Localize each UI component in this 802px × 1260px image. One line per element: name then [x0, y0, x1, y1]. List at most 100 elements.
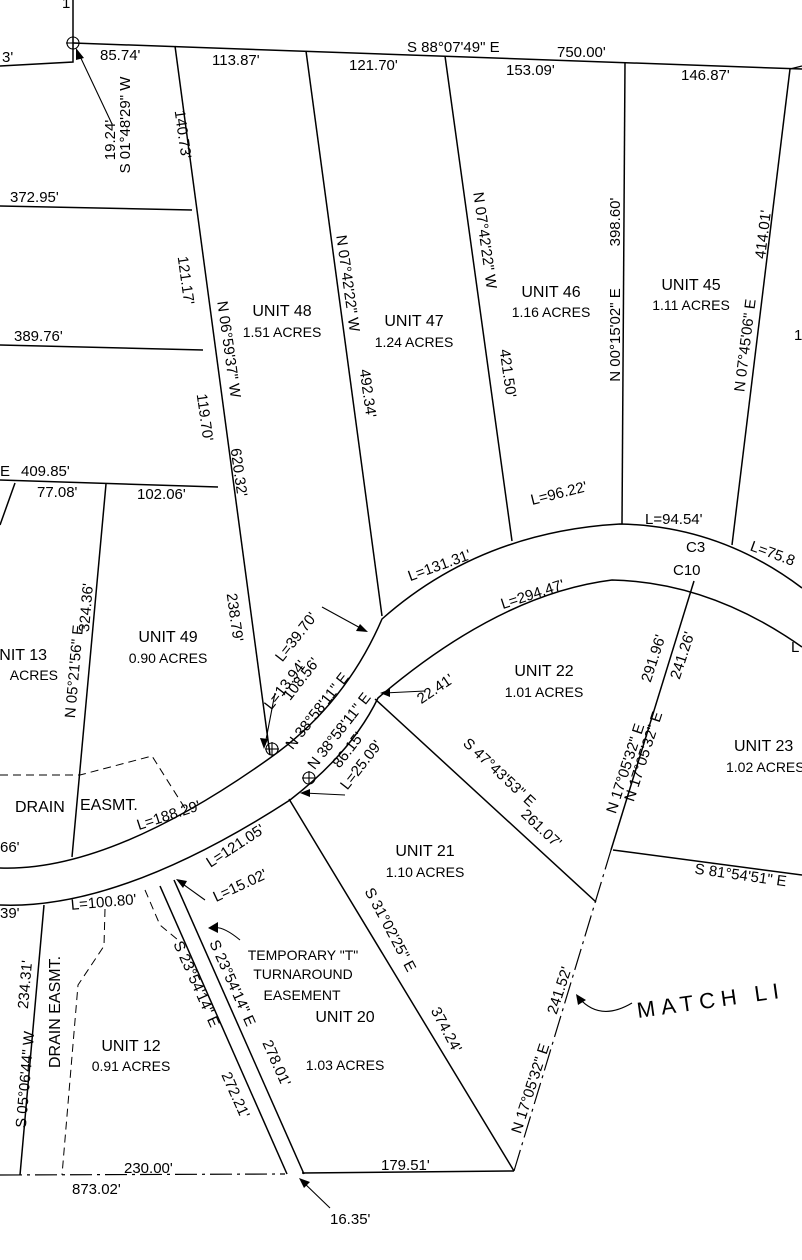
dim-label: 492.34': [356, 368, 380, 419]
unit-48-west-line: [174, 45, 271, 756]
lot-line-389: [0, 344, 204, 351]
dim-label: 324.36': [76, 582, 97, 632]
curve-label: L=100.80': [70, 891, 137, 914]
monuments: [66, 36, 316, 785]
match-line-label: MATCH LI: [635, 977, 786, 1023]
dim-label: 22.41': [414, 671, 457, 708]
unit-45-east-line: [731, 68, 791, 546]
dim-label: 146.87': [681, 67, 730, 84]
tt-easement-west-line: [159, 885, 288, 1175]
unit-23-acres: 1.02 ACRES: [726, 759, 802, 775]
curve-label: L=94.54': [645, 511, 703, 528]
bearing-label: N 07°45'06" E: [731, 298, 759, 393]
rotated-labels: 19.24' S 01°48'29" W 140.73' 121.17' N 0…: [13, 76, 797, 1136]
dim-label: 261.07': [517, 806, 564, 852]
monument-icon: [265, 742, 279, 756]
curve-label: L=121.05': [203, 821, 268, 871]
temp-easement-label: EASEMENT: [263, 987, 340, 1003]
unit-23-south-line: [612, 849, 802, 876]
dim-label: 1: [794, 327, 802, 344]
north-boundary-continuation: [789, 65, 802, 70]
tt-easement-dash: [144, 889, 179, 941]
dim-label: 234.31': [15, 959, 36, 1009]
bearing-label: S 47°43'53" E: [459, 735, 538, 811]
unit-47-48-line: [305, 50, 383, 617]
dim-label: 272.21': [217, 1069, 252, 1121]
dim-label: 66': [0, 839, 20, 856]
bearing-label: S 81°54'51" E: [694, 861, 788, 891]
unit-13-label: UNIT 13: [0, 647, 47, 664]
curve-label: C3: [686, 539, 705, 556]
bearing-label: N 00°15'02" E: [607, 288, 624, 381]
easement-lines: [0, 755, 187, 1176]
north-boundary-line: [72, 42, 802, 70]
curve-label: L=294.47': [499, 576, 567, 613]
unit-49-west-line: [71, 483, 107, 858]
curve-label: L: [791, 639, 799, 656]
drain-easement-label-vertical: DRAIN EASMT.: [47, 956, 64, 1068]
leader-arrows: [76, 48, 633, 1209]
curve-label: L=131.31': [406, 546, 474, 585]
drain-easement-south-line: [61, 908, 106, 1176]
dim-label: E: [0, 463, 10, 480]
unit-46-47-line: [444, 55, 513, 542]
unit-49-label: UNIT 49: [138, 629, 197, 646]
dim-label: 1: [62, 0, 70, 12]
lot-line-409: [0, 479, 219, 488]
unit-46-acres: 1.16 ACRES: [512, 304, 591, 320]
arrow-icon: [321, 606, 368, 632]
unit-12-acres: 0.91 ACRES: [92, 1058, 171, 1074]
dim-label: 119.70': [193, 393, 216, 443]
arrow-icon: [299, 1178, 331, 1209]
dim-label: 389.76': [14, 328, 63, 345]
dim-label: 140.73': [171, 109, 195, 160]
dim-label: 372.95': [10, 189, 59, 206]
bearing-label: S 88°07'49" E: [407, 39, 500, 56]
dimension-labels: 3' 1 85.74' 113.87' 121.70' S 88°07'49" …: [0, 0, 802, 1228]
dim-label: 3': [2, 49, 13, 66]
unit-corner-line: [0, 0, 74, 67]
curve-label: L=75.8: [748, 538, 797, 570]
unit-22-23-line: [610, 580, 695, 851]
dim-label: 102.06': [137, 486, 186, 503]
road-south-row-line: [0, 579, 802, 906]
drain-easement-north-line: [0, 755, 187, 811]
dim-label: 414.01': [752, 209, 775, 260]
unit-12-west-line: [19, 904, 45, 1176]
curve-label: L=188.29': [135, 797, 203, 834]
curve-label: L=39.70': [272, 609, 321, 665]
temp-easement-label: TEMPORARY "T": [248, 947, 359, 963]
arrow-icon: [208, 922, 241, 941]
unit-21-22-line: [374, 698, 597, 903]
dim-label: 374.24': [427, 1004, 465, 1055]
dim-label: 85.74': [100, 47, 141, 64]
unit-49-acres: 0.90 ACRES: [129, 650, 208, 666]
dim-label: 241.26': [667, 630, 698, 682]
match-boundary-line: [513, 849, 612, 1172]
temp-easement-label: TURNAROUND: [253, 966, 353, 982]
arrow-icon: [260, 692, 276, 749]
dim-label: 121.17': [174, 255, 198, 306]
arrow-icon: [300, 789, 346, 797]
unit-20-21-line: [288, 798, 515, 1172]
arrow-icon: [380, 689, 426, 697]
unit-45-46-line: [621, 61, 626, 525]
bearing-label: N 07°42'22" W: [469, 191, 500, 291]
lot-lines: [0, 0, 802, 1176]
unit-47-label: UNIT 47: [384, 313, 443, 330]
dim-label: 39': [0, 905, 20, 922]
dim-label: 153.09': [506, 62, 555, 79]
dim-label: 121.70': [349, 57, 398, 74]
road-right-of-way: [0, 523, 802, 906]
dim-label: 398.60': [607, 197, 624, 246]
curve-label: C10: [673, 562, 701, 579]
unit-labels: UNIT 48 1.51 ACRES UNIT 47 1.24 ACRES UN…: [0, 277, 802, 1074]
bearing-label: S 05°06'44" W: [13, 1030, 38, 1129]
dim-label: 230.00': [124, 1160, 173, 1177]
unit-12-label: UNIT 12: [101, 1038, 160, 1055]
bearing-label: N 17°05'32" E: [508, 1042, 553, 1136]
drain-easement-label: EASMT.: [80, 797, 138, 814]
dim-label: 409.85': [21, 463, 70, 480]
road-north-row-line: [0, 523, 802, 869]
